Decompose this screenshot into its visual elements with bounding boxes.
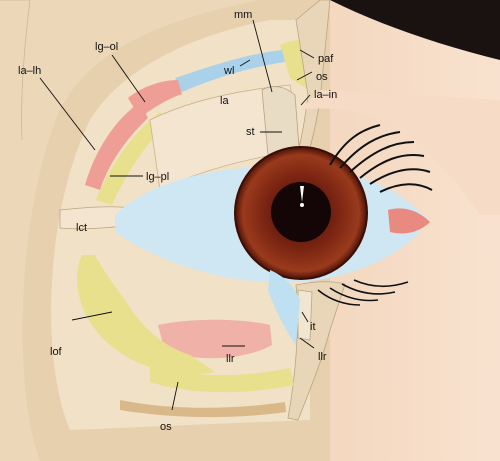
label-llr-outer: llr [318,351,327,363]
corneal-highlight [300,186,304,202]
orbital-floor-periosteum [120,400,286,418]
leader-la-in [300,94,311,106]
eyebrow [330,0,500,60]
leader-lg-ol [111,54,146,103]
label-la-lh: la–lh [18,65,41,77]
label-os-lower: os [160,421,172,433]
leader-os-upper [296,71,313,81]
label-lg-pl: lg–pl [146,171,169,183]
lower-eyelashes [317,279,409,306]
leader-paf [299,49,315,59]
label-lct: lct [76,222,87,234]
corneal-highlight-dot [300,203,304,207]
upper-eyelid-skin [300,90,500,215]
label-mm: mm [234,9,252,21]
lacrimal-gland-lateral-horn [85,102,148,190]
upper-eyelashes [329,124,433,193]
leader-la-lh [39,77,96,151]
pupil [271,182,331,242]
limbal-ring [234,146,368,280]
leader-llr-outer [299,337,315,349]
label-st: st [246,126,255,138]
inferior-fornix [268,270,300,345]
label-wl: wl [223,65,234,77]
leader-lof [71,311,113,321]
whitnall-ligament [175,50,285,92]
leader-it [301,311,309,323]
caruncle [388,208,430,234]
lacrimal-gland-palpebral-lobe [96,112,168,205]
label-la: la [220,95,229,107]
lower-lid-retractors [158,319,272,359]
label-it: it [310,321,316,333]
label-paf: paf [318,53,334,65]
label-la-in: la–in [314,89,337,101]
leader-mm [252,19,273,93]
label-os-upper: os [316,71,328,83]
lateral-orbital-fat [77,255,215,374]
label-lg-ol: lg–ol [95,41,118,53]
label-llr-inner: llr [226,353,235,365]
leader-wl [239,59,251,67]
leader-os-lower [171,381,179,411]
skin-fold-line [0,0,31,141]
orbital-septum-fat-lower [150,365,294,393]
label-lof: lof [50,346,63,358]
